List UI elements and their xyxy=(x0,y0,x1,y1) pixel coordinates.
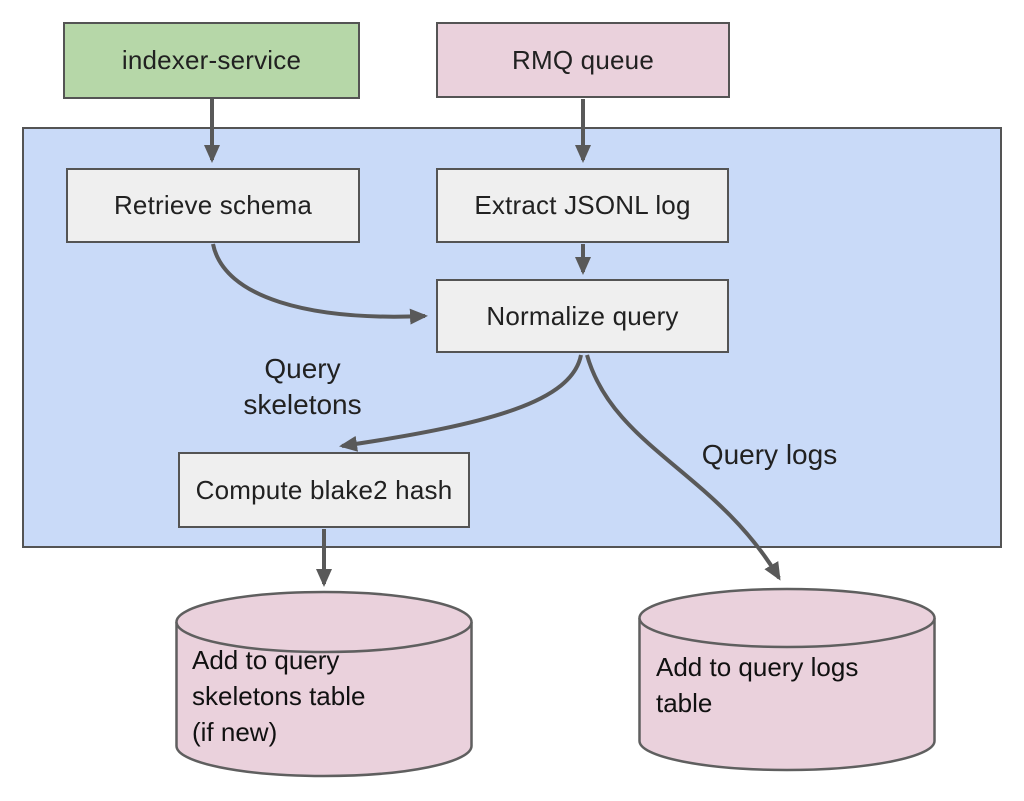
node-rmq-queue-label: RMQ queue xyxy=(512,44,654,75)
node-normalize-query: Normalize query xyxy=(436,279,729,353)
node-rmq-queue: RMQ queue xyxy=(436,22,730,98)
edge-label-query-skeletons: Query skeletons xyxy=(243,353,362,420)
node-extract-jsonl-log: Extract JSONL log xyxy=(436,168,729,243)
node-extract-jsonl-log-label: Extract JSONL log xyxy=(474,190,691,220)
query-logs-db-label: Add to query logs table xyxy=(656,652,859,718)
node-indexer-service-label: indexer-service xyxy=(121,45,302,75)
edge-label-query-logs: Query logs xyxy=(701,439,838,470)
node-indexer-service: indexer-service xyxy=(63,22,360,99)
query-skeletons-db-label: Add to query skeletons table (if new) xyxy=(192,645,366,747)
node-compute-blake2-hash: Compute blake2 hash xyxy=(178,452,470,528)
node-retrieve-schema: Retrieve schema xyxy=(66,168,360,243)
node-normalize-query-label: Normalize query xyxy=(486,300,679,331)
node-retrieve-schema-label: Retrieve schema xyxy=(113,190,313,220)
node-compute-blake2-hash-label: Compute blake2 hash xyxy=(195,474,453,505)
